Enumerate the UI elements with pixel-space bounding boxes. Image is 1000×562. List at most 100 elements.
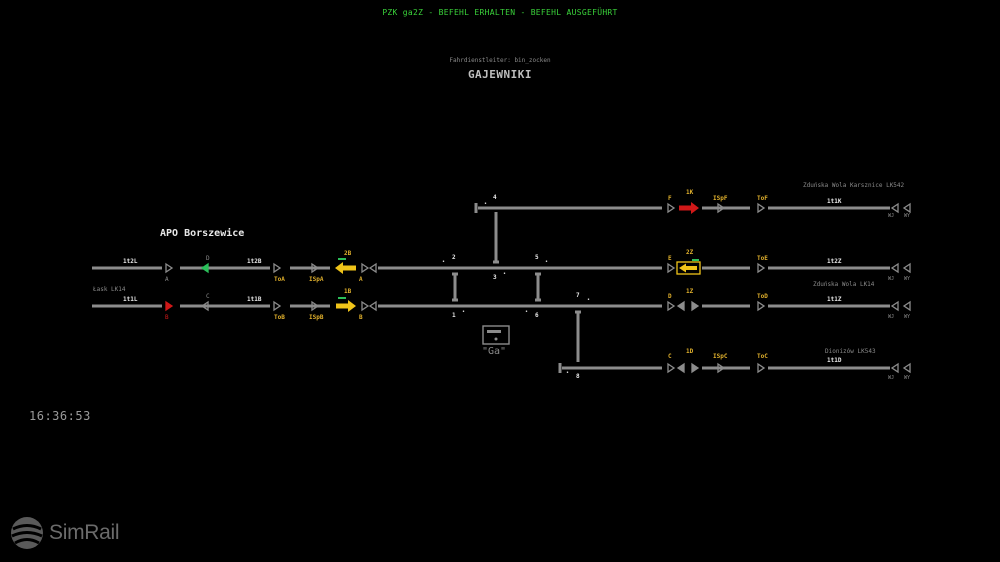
signal-label-WY-2: WY	[904, 276, 911, 282]
signal-label-WY-D: WY	[904, 375, 911, 381]
block-1t1Z[interactable]: 1t1Z	[827, 296, 842, 303]
simrail-logo: SimRail	[10, 516, 120, 550]
signal-ISpC	[717, 362, 726, 374]
signal-label-A-apo: A	[165, 276, 169, 283]
signal-label-WJ-1: WJ	[888, 314, 895, 320]
signal-E	[667, 262, 676, 274]
signals	[165, 202, 911, 374]
signal-label-ToB[interactable]: ToB	[274, 314, 285, 321]
signal-ToA	[273, 262, 282, 274]
signal-ToF	[757, 202, 766, 214]
signal-label-ToE[interactable]: ToE	[757, 255, 768, 262]
signal-label-ToF[interactable]: ToF	[757, 195, 768, 202]
switch-7[interactable]: 7	[576, 292, 580, 299]
signal-label-WY-1: WY	[904, 314, 911, 320]
signal-label-ISpB[interactable]: ISpB	[309, 314, 324, 321]
signal-label-B-apo: B	[165, 314, 169, 321]
signal-1D-a	[676, 362, 685, 374]
signal-label-1K[interactable]: 1K	[686, 189, 694, 196]
signal-D-apo	[200, 262, 209, 274]
signal-1B-back	[368, 300, 377, 312]
switch-2[interactable]: 2	[452, 254, 456, 261]
apo-label: APO Borszewice	[160, 228, 245, 239]
signal-F	[667, 202, 676, 214]
route-arrow-2B[interactable]	[335, 262, 356, 274]
signal-C	[667, 362, 676, 374]
logo-text: SimRail	[49, 521, 120, 544]
switch-8[interactable]: 8	[576, 373, 580, 380]
signal-label-WY-K: WY	[904, 213, 911, 219]
signal-label-A[interactable]: A	[359, 276, 363, 283]
block-1t1D[interactable]: 1t1D	[827, 357, 842, 364]
signal-ISpB	[311, 300, 320, 312]
signal-label-ISpC[interactable]: ISpC	[713, 353, 728, 360]
tracks	[92, 203, 890, 373]
panel-label: "Ga"	[482, 346, 507, 357]
signal-WY-2	[902, 262, 911, 274]
signal-WJ-1	[890, 300, 899, 312]
status-message: PZK ga2Z - BEFEHL ERHALTEN - BEFEHL AUSG…	[382, 8, 618, 17]
signal-ToC	[757, 362, 766, 374]
line-name-lask: Łask LK14	[93, 286, 126, 293]
signal-ToD	[757, 300, 766, 312]
signal-2B-back	[368, 262, 377, 274]
signal-label-ISpF[interactable]: ISpF	[713, 195, 728, 202]
signal-WY-D	[902, 362, 911, 374]
signal-label-ToC[interactable]: ToC	[757, 353, 768, 360]
signal-label-WJ-2: WJ	[888, 276, 895, 282]
signal-WJ-2	[890, 262, 899, 274]
signal-ToE	[757, 262, 766, 274]
signal-label-C[interactable]: C	[668, 353, 672, 360]
signal-WJ-D	[890, 362, 899, 374]
line-name-dionizow: Dionizów LK543	[825, 348, 876, 355]
signal-label-ToA[interactable]: ToA	[274, 276, 285, 283]
route-arrow-1B[interactable]	[336, 300, 356, 312]
signal-ISpA	[311, 262, 320, 274]
signal-WJ-K	[890, 202, 899, 214]
signal-label-D[interactable]: D	[668, 293, 672, 300]
block-1t2B[interactable]: 1t2B	[247, 258, 262, 265]
signal-label-E[interactable]: E	[668, 255, 672, 262]
signal-1Z-b	[691, 300, 700, 312]
signal-label-D-apo: D	[206, 255, 210, 262]
switch-6[interactable]: 6	[535, 312, 539, 319]
route-arrows	[335, 202, 701, 312]
clock: 16:36:53	[29, 409, 91, 423]
block-1t1K[interactable]: 1t1K	[827, 198, 842, 205]
dispatcher-label: Fahrdienstleiter: bin_zocken	[449, 57, 551, 64]
signal-B-apo	[165, 300, 174, 312]
route-box-2Z	[676, 261, 701, 275]
signal-label-F[interactable]: F	[668, 195, 672, 202]
route-arrow-1K[interactable]	[679, 202, 699, 214]
signal-B-entry	[361, 300, 370, 312]
block-1t2L[interactable]: 1t2L	[123, 258, 138, 265]
signal-WY-1	[902, 300, 911, 312]
signal-WY-K	[902, 202, 911, 214]
control-panel-icon[interactable]	[482, 325, 510, 345]
line-name-zdunska: Zduńska Wola LK14	[813, 281, 875, 288]
switch-5[interactable]: 5	[535, 254, 539, 261]
switch-4[interactable]: 4	[493, 194, 497, 201]
signal-label-B[interactable]: B	[359, 314, 363, 321]
signal-D	[667, 300, 676, 312]
signal-label-1B[interactable]: 1B	[344, 288, 352, 295]
signal-ISpF	[717, 202, 726, 214]
block-1t1B[interactable]: 1t1B	[247, 296, 262, 303]
route-arrow-2Z[interactable]	[679, 263, 697, 273]
block-1t1L[interactable]: 1t1L	[123, 296, 138, 303]
signal-label-1D[interactable]: 1D	[686, 348, 694, 355]
signal-label-ToD[interactable]: ToD	[757, 293, 768, 300]
signal-1Z-a	[676, 300, 685, 312]
signal-label-1Z[interactable]: 1Z	[686, 288, 694, 295]
switch-3[interactable]: 3	[493, 274, 497, 281]
signal-label-C-apo: C	[206, 293, 210, 300]
signal-label-WJ-D: WJ	[888, 375, 895, 381]
block-1t2Z[interactable]: 1t2Z	[827, 258, 842, 265]
switch-1[interactable]: 1	[452, 312, 456, 319]
line-name-zdunska-karsznice: Zduńska Wola Karsznice LK542	[803, 182, 905, 189]
signal-ToB	[273, 300, 282, 312]
signal-label-2Z[interactable]: 2Z	[686, 249, 694, 256]
signal-label-2B[interactable]: 2B	[344, 250, 352, 257]
signal-label-ISpA[interactable]: ISpA	[309, 276, 324, 283]
